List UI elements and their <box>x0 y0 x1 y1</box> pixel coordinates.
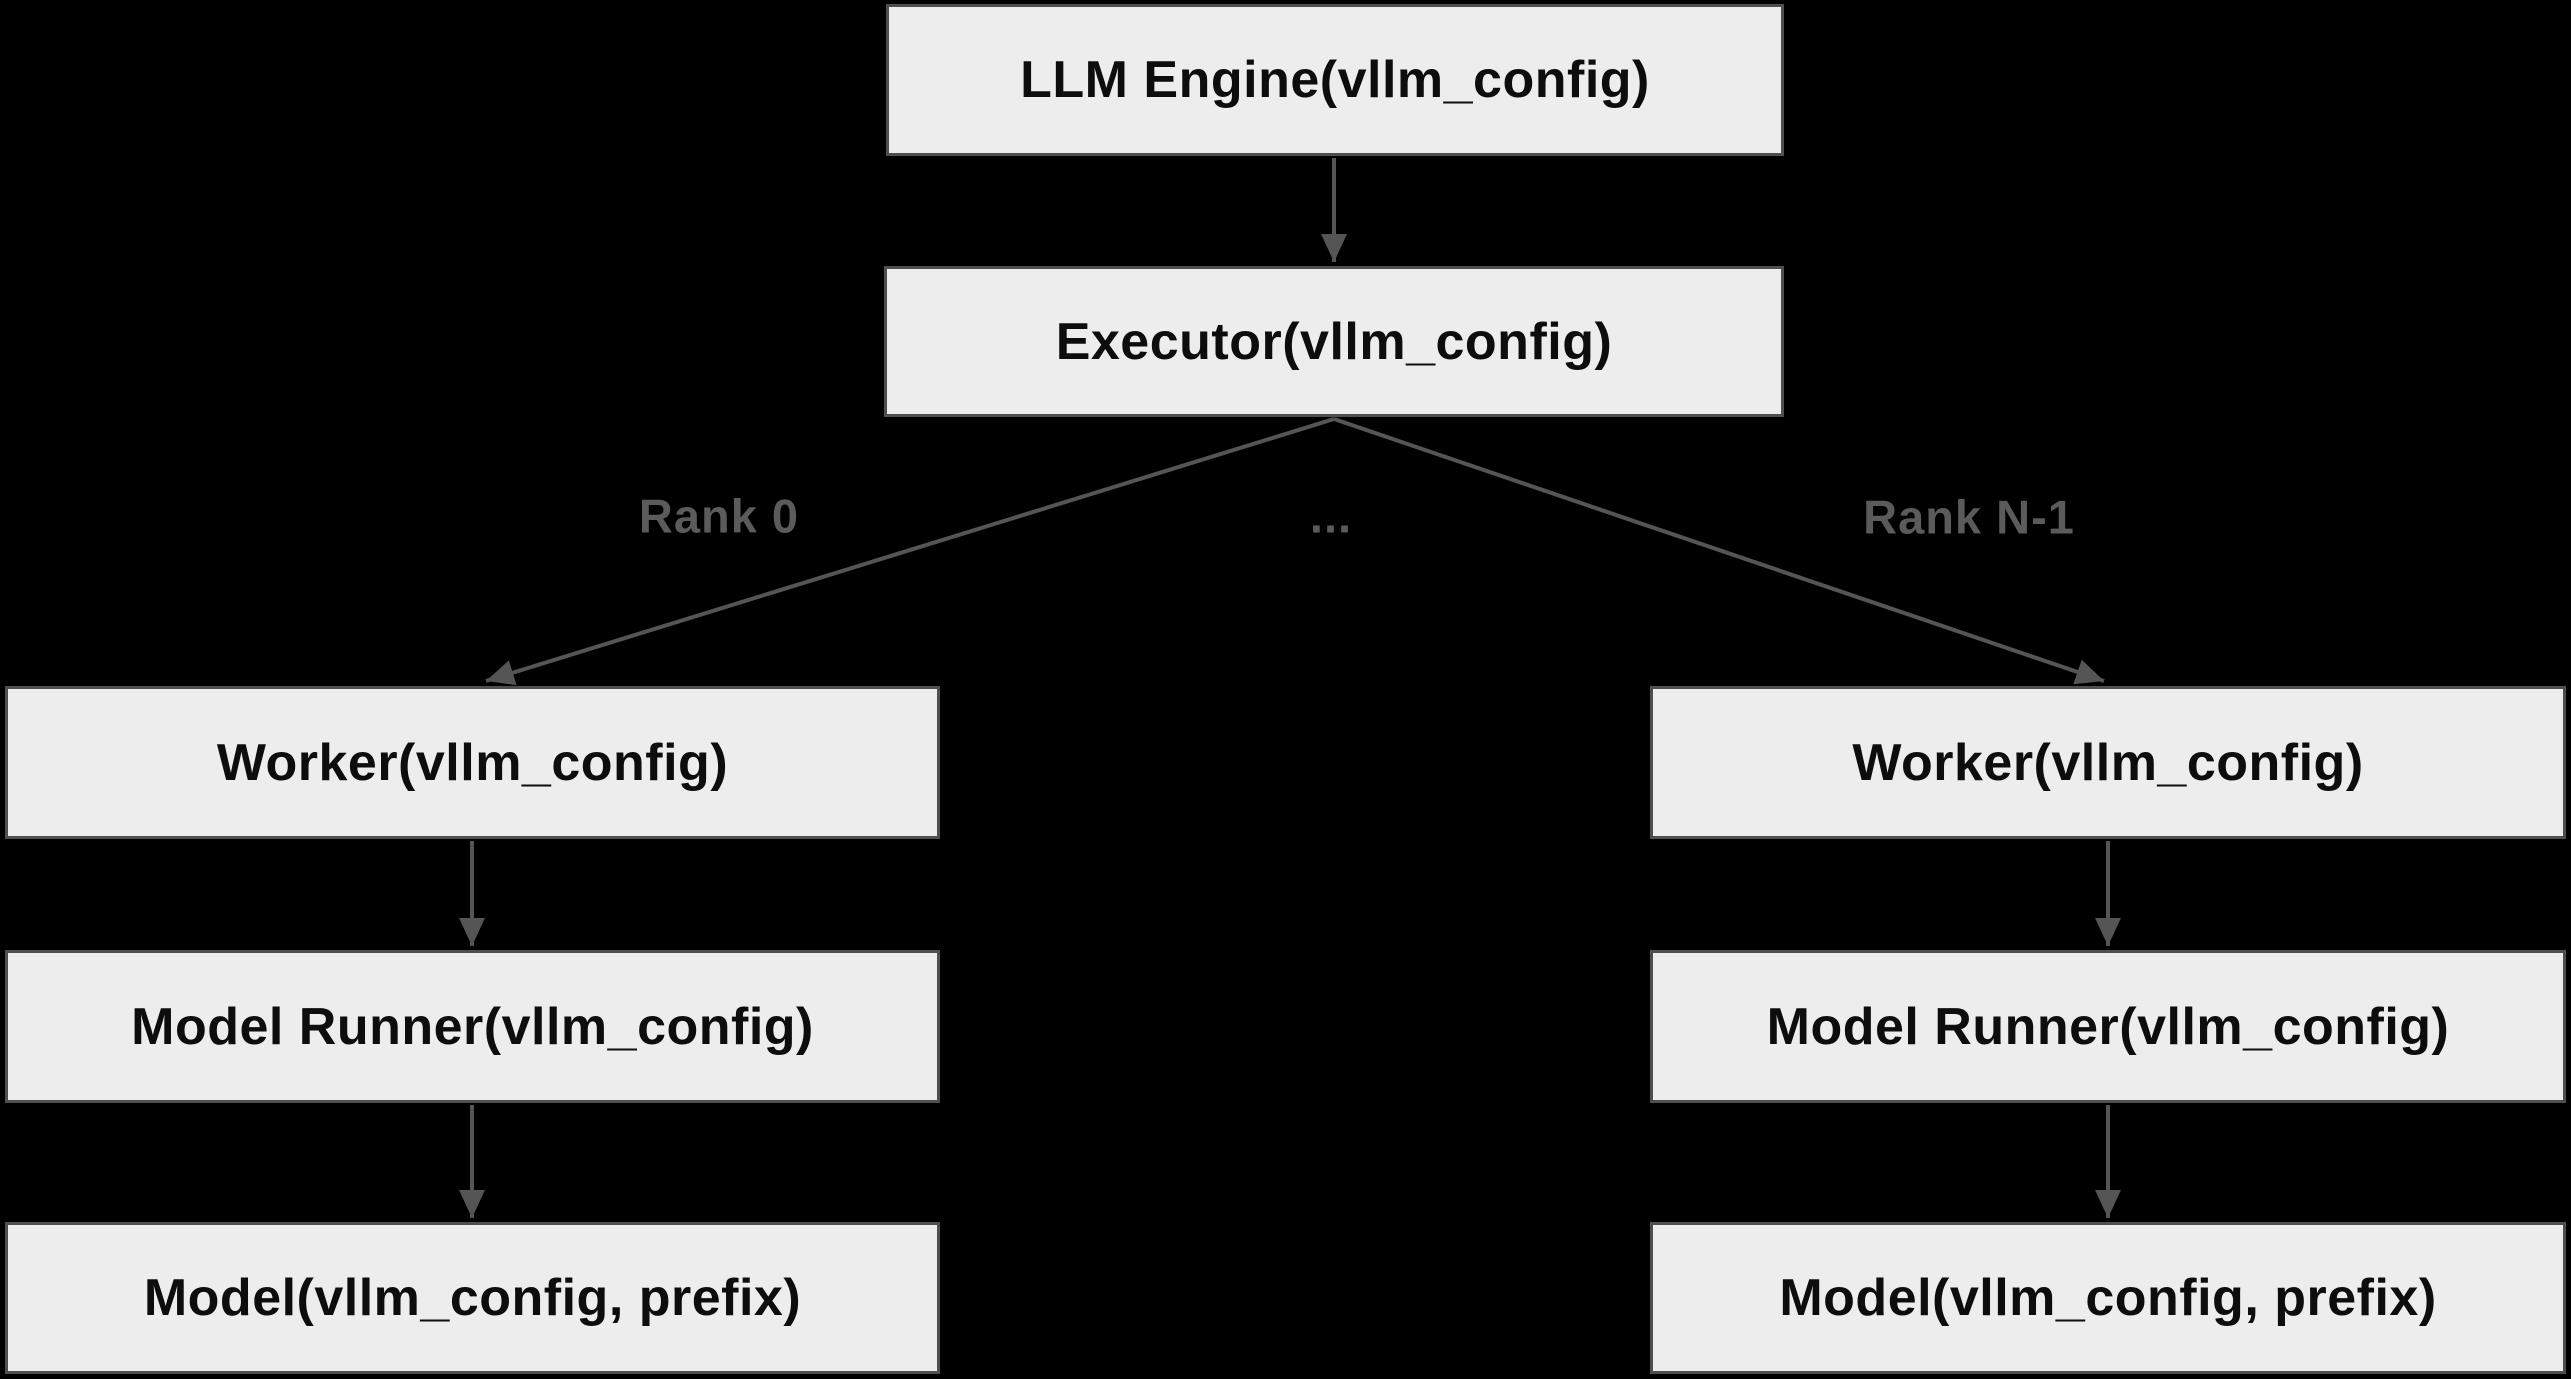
arrow-executor-to-worker-left <box>485 417 1335 686</box>
node-worker-rank-0-label: Worker(vllm_config) <box>216 733 729 792</box>
edge-label-rank-0: Rank 0 <box>638 489 800 543</box>
node-llm-engine: LLM Engine(vllm_config) <box>886 4 1784 156</box>
edge-label-ellipsis: ... <box>1309 489 1353 543</box>
edge-label-rank-n-1: Rank N-1 <box>1863 490 2075 544</box>
node-model-rank-0-label: Model(vllm_config, prefix) <box>143 1269 802 1327</box>
node-executor-label: Executor(vllm_config) <box>1055 312 1613 371</box>
node-executor: Executor(vllm_config) <box>884 266 1784 417</box>
node-llm-engine-label: LLM Engine(vllm_config) <box>1020 51 1650 109</box>
node-model-runner-rank-n-1: Model Runner(vllm_config) <box>1650 950 2566 1103</box>
node-model-rank-n-1: Model(vllm_config, prefix) <box>1650 1222 2566 1374</box>
node-model-runner-rank-0: Model Runner(vllm_config) <box>5 950 940 1103</box>
node-model-rank-n-1-label: Model(vllm_config, prefix) <box>1779 1269 2437 1327</box>
node-model-runner-rank-0-label: Model Runner(vllm_config) <box>131 997 814 1056</box>
node-model-runner-rank-n-1-label: Model Runner(vllm_config) <box>1766 997 2450 1056</box>
node-worker-rank-0: Worker(vllm_config) <box>5 686 940 839</box>
arrow-executor-to-worker-right <box>1333 417 2105 685</box>
node-worker-rank-n-1: Worker(vllm_config) <box>1650 686 2566 839</box>
node-model-rank-0: Model(vllm_config, prefix) <box>5 1222 940 1374</box>
node-worker-rank-n-1-label: Worker(vllm_config) <box>1852 733 2364 792</box>
